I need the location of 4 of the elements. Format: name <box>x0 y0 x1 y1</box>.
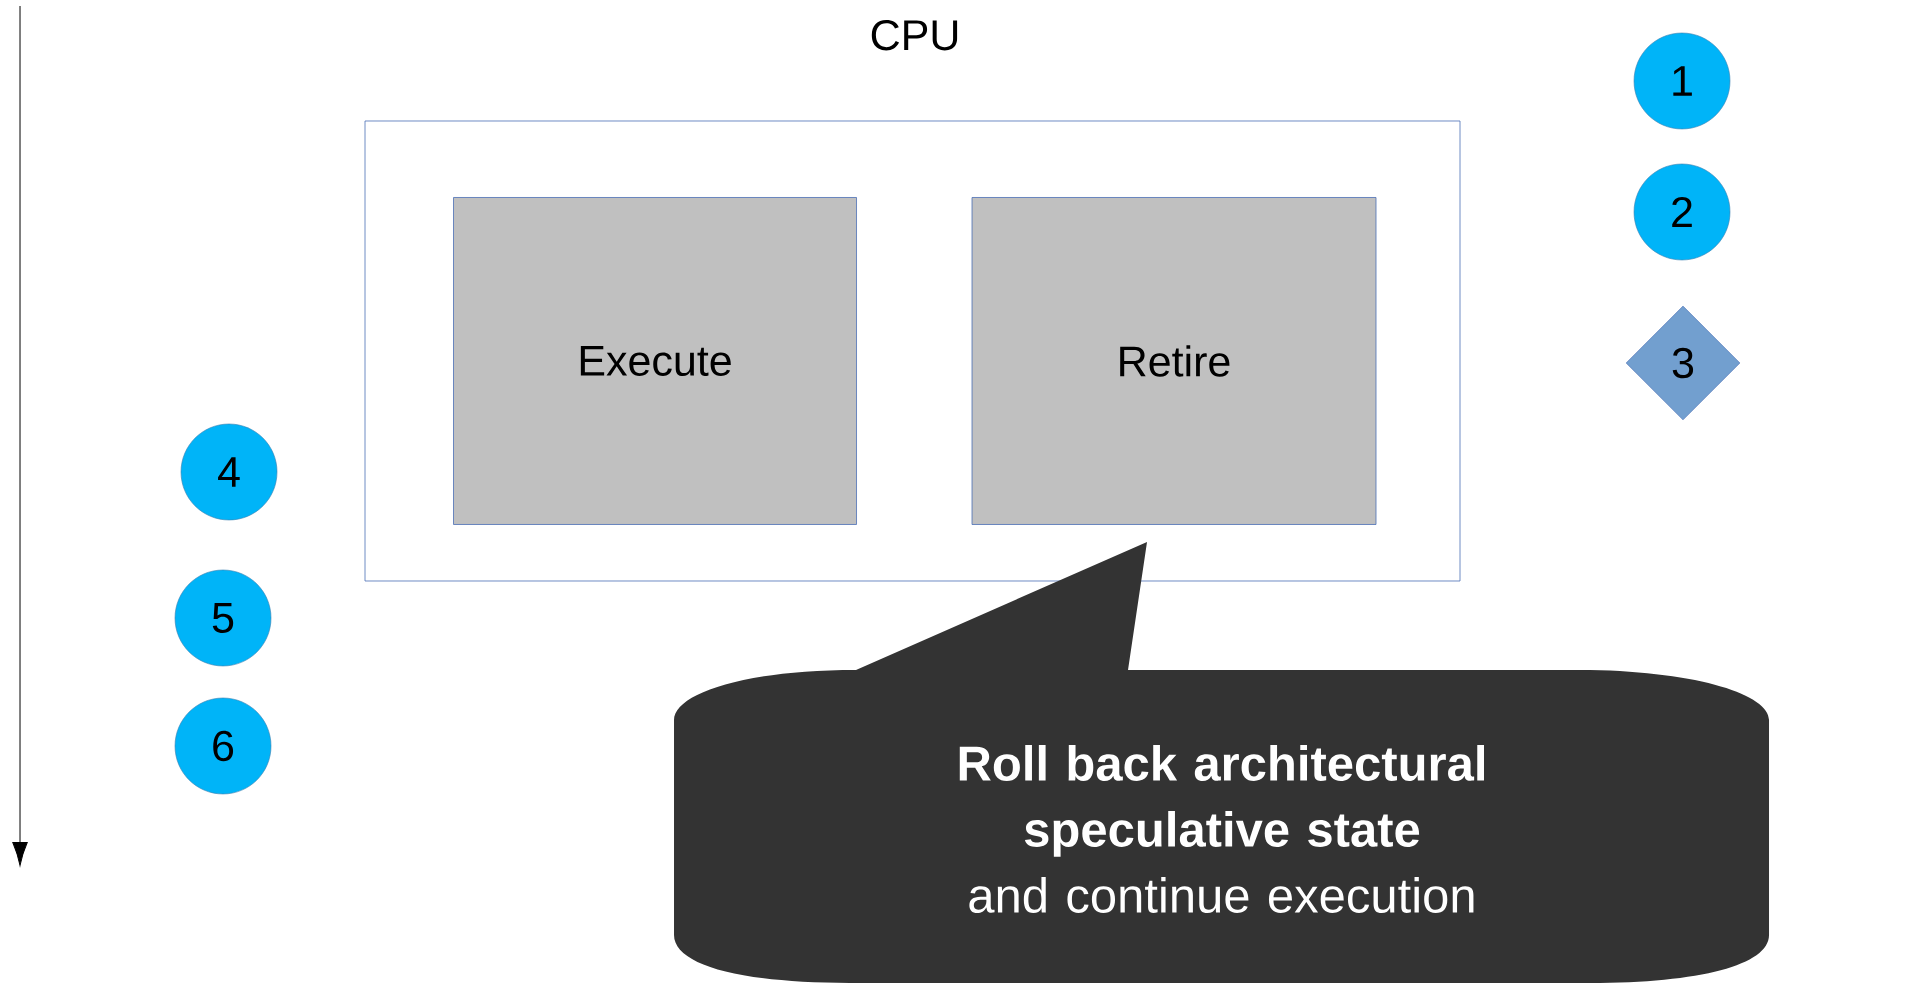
process-box: Retire <box>971 197 1377 525</box>
node-label: CPU <box>871 19 958 51</box>
speech-bubble: Roll back architectural speculative state and continue execution <box>674 542 1769 983</box>
process-box: Execute <box>453 197 857 525</box>
